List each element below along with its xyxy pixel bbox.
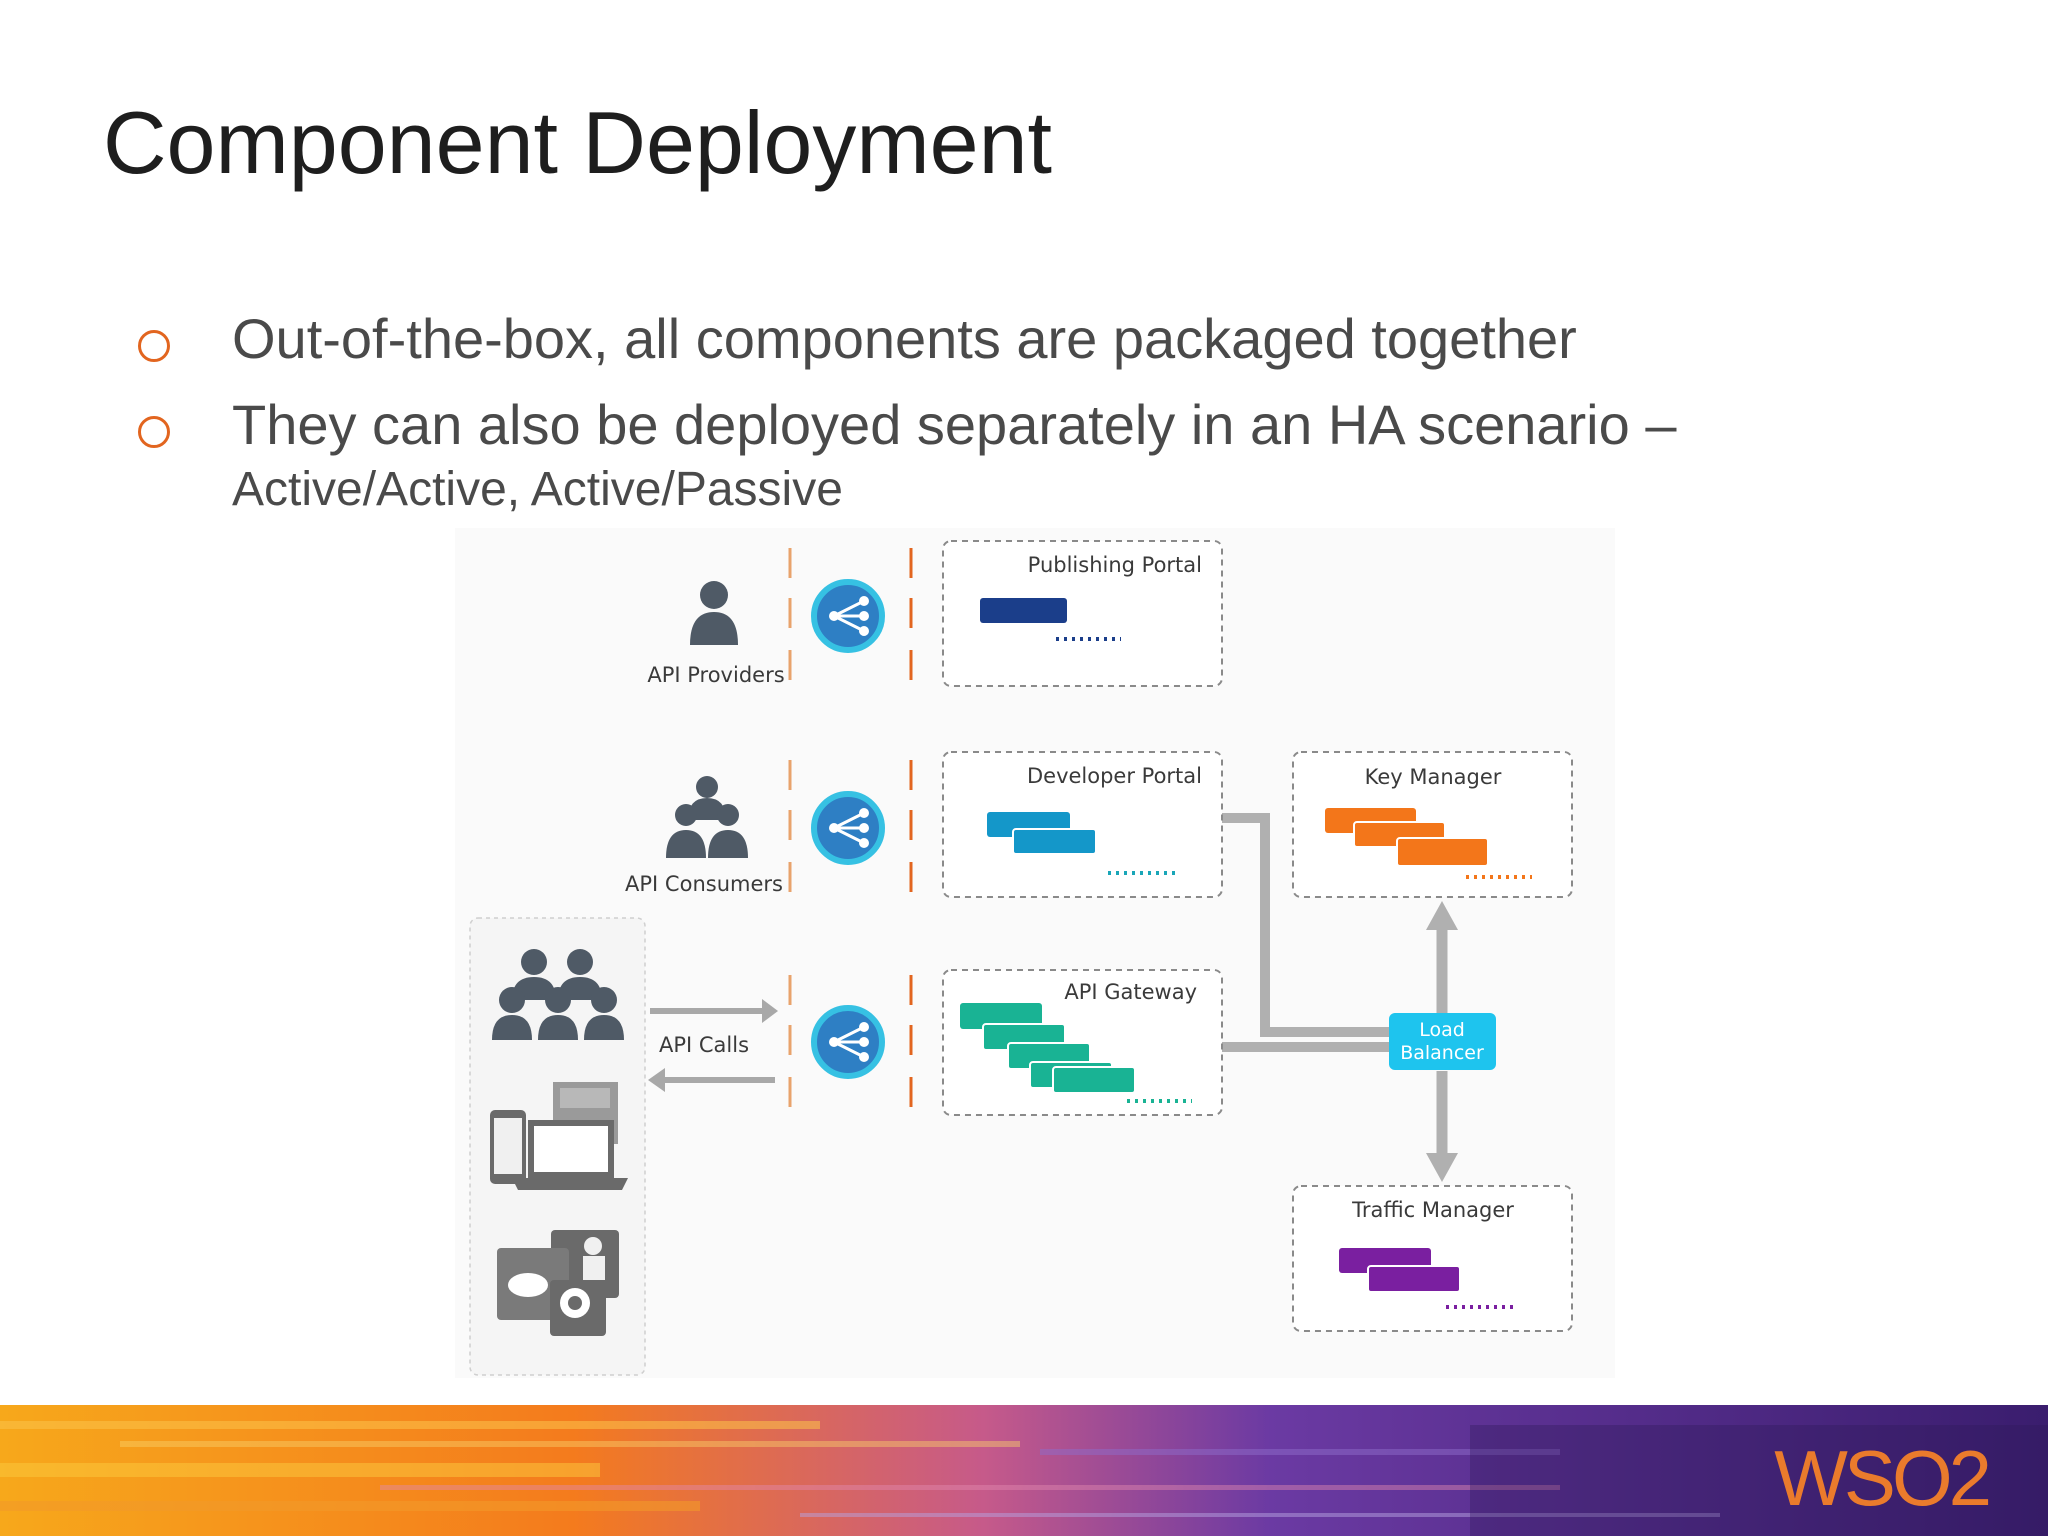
developer-node-icon — [811, 791, 885, 865]
slide-title: Component Deployment — [103, 93, 1052, 192]
traffic-manager-box — [1292, 1185, 1573, 1332]
key-manager-instance-3 — [1396, 837, 1489, 867]
wso2-logo: WSO2 — [1774, 1434, 1992, 1522]
devices-icon — [490, 1082, 628, 1190]
load-balancer-box — [1389, 1013, 1496, 1070]
traffic-manager-instance-2 — [1367, 1265, 1461, 1293]
api-providers-icon — [690, 581, 738, 645]
load-balancer-label-line2: Balancer — [1400, 1042, 1484, 1064]
traffic-manager-label: Traffic Manager — [1351, 1198, 1514, 1222]
publishing-portal-box — [942, 540, 1223, 687]
publishing-portal-instance — [980, 598, 1067, 623]
api-call-request-arrowhead — [762, 999, 778, 1023]
api-consumers-label: API Consumers — [625, 872, 783, 896]
api-providers-label: API Providers — [647, 663, 784, 687]
separator-lines — [788, 548, 913, 1107]
bullet-text-2: They can also be deployed separately in … — [232, 393, 1677, 456]
traffic-manager-arrowhead — [1426, 1153, 1458, 1182]
users-group-icon — [492, 949, 624, 1040]
bullet-marker-1 — [138, 330, 170, 362]
api-consumers-icon — [666, 776, 748, 858]
developer-portal-instance-2 — [1012, 828, 1097, 855]
api-gateway-instance-1 — [960, 1003, 1042, 1029]
applications-icon — [497, 1230, 619, 1336]
key-manager-label: Key Manager — [1365, 765, 1502, 789]
developer-portal-box — [942, 751, 1223, 898]
key-manager-arrowhead — [1426, 901, 1458, 930]
load-balancer-label-line1: Load — [1419, 1019, 1465, 1041]
publisher-node-icon — [811, 579, 885, 653]
api-calls-label: API Calls — [659, 1033, 749, 1057]
bullet-text-1: Out-of-the-box, all components are packa… — [232, 307, 1577, 370]
api-gateway-instance-5 — [1052, 1066, 1136, 1094]
gateway-node-icon — [811, 1005, 885, 1079]
developer-portal-label: Developer Portal — [1027, 764, 1202, 788]
publishing-portal-label: Publishing Portal — [1028, 553, 1202, 577]
bullet-marker-2 — [138, 416, 170, 448]
deployment-diagram: API Providers API Consumers — [469, 540, 1573, 1376]
developer-portal-connector — [1222, 813, 1392, 1037]
bullet-text-2-continuation: Active/Active, Active/Passive — [232, 463, 843, 516]
footer-band — [0, 1405, 2048, 1536]
api-call-response-arrowhead — [648, 1068, 665, 1092]
api-gateway-label: API Gateway — [1064, 980, 1197, 1004]
